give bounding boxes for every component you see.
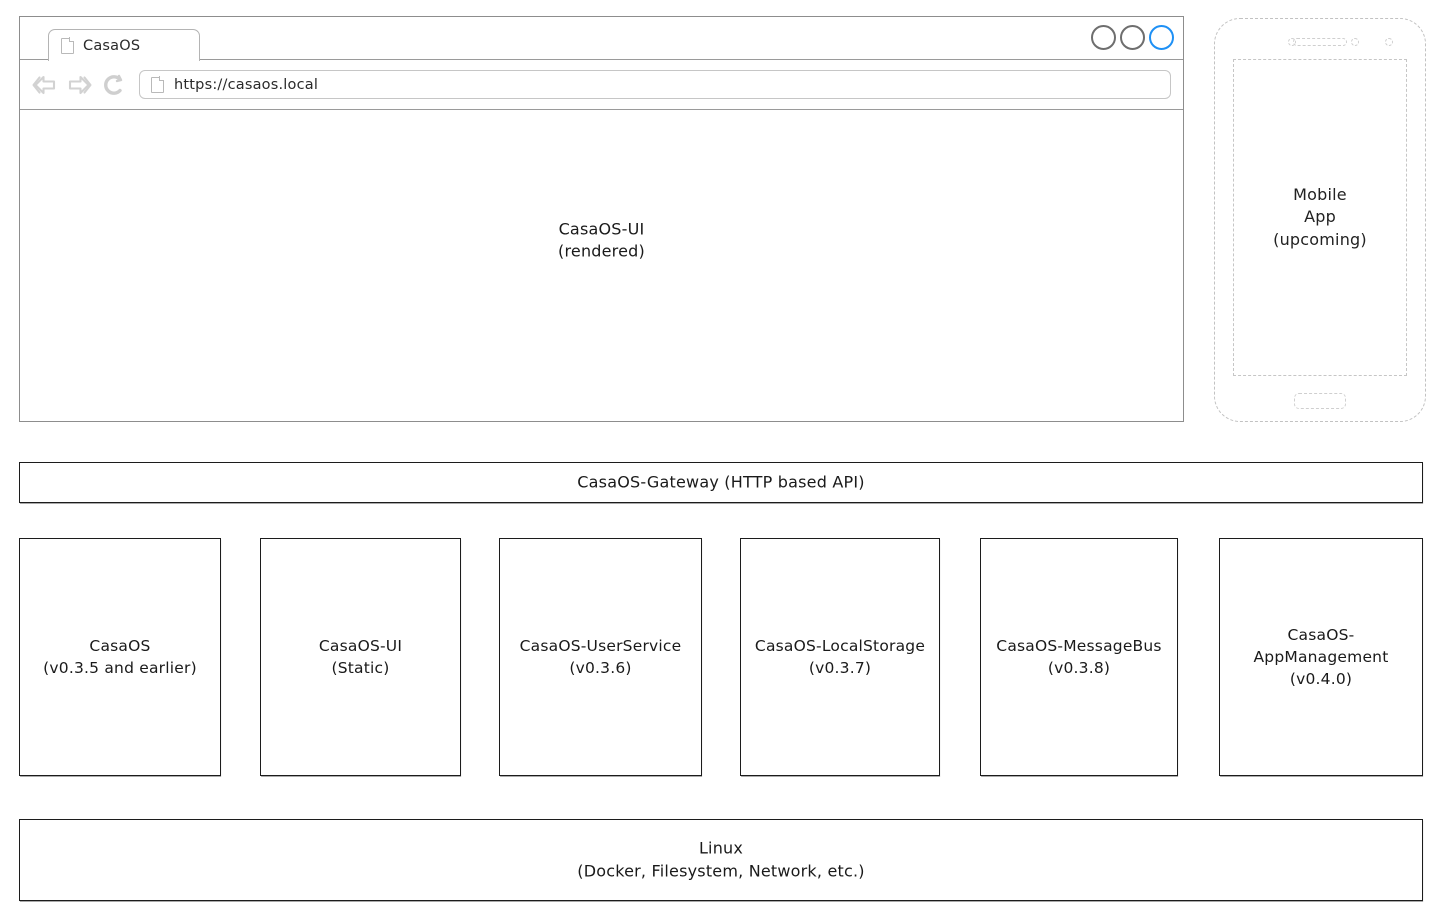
forward-arrow-icon[interactable] (66, 72, 92, 98)
browser-toolbar: https://casaos.local (20, 60, 1183, 110)
minimize-circle-icon[interactable] (1091, 25, 1116, 50)
url-input[interactable]: https://casaos.local (139, 70, 1171, 99)
service-label: CasaOS (v0.3.5 and earlier) (43, 637, 197, 677)
phone-home-button-icon[interactable] (1294, 393, 1346, 409)
phone-speaker-grille-icon (1293, 38, 1347, 46)
platform-bar: Linux (Docker, Filesystem, Network, etc.… (19, 819, 1423, 901)
back-arrow-icon[interactable] (32, 72, 58, 98)
platform-label: Linux (Docker, Filesystem, Network, etc.… (577, 838, 865, 880)
service-label: CasaOS-UI (Static) (318, 637, 403, 677)
service-row: CasaOS (v0.3.5 and earlier) CasaOS-UI (S… (0, 538, 1441, 778)
close-circle-icon[interactable] (1149, 25, 1174, 50)
browser-tabstrip: CasaOS (20, 17, 1183, 61)
service-label: CasaOS-LocalStorage (v0.3.7) (754, 637, 926, 677)
window-controls (1091, 25, 1174, 50)
phone-screen: Mobile App (upcoming) (1233, 59, 1407, 376)
service-box-casaos-ui-static: CasaOS-UI (Static) (260, 538, 461, 776)
phone-mockup: Mobile App (upcoming) (1214, 18, 1426, 422)
phone-camera-dot-icon (1351, 38, 1359, 46)
service-box-casaos-userservice: CasaOS-UserService (v0.3.6) (499, 538, 702, 776)
browser-viewport-label: CasaOS-UI (rendered) (558, 218, 645, 261)
phone-led-dot-icon (1385, 38, 1393, 46)
browser-viewport: CasaOS-UI (rendered) (20, 110, 1183, 421)
service-box-casaos: CasaOS (v0.3.5 and earlier) (19, 538, 221, 776)
browser-tab-label: CasaOS (83, 37, 141, 54)
service-box-casaos-messagebus: CasaOS-MessageBus (v0.3.8) (980, 538, 1178, 776)
service-label: CasaOS-UserService (v0.3.6) (519, 637, 682, 677)
service-box-casaos-appmanagement: CasaOS-AppManagement (v0.4.0) (1219, 538, 1423, 776)
reload-icon[interactable] (100, 72, 126, 98)
gateway-label: CasaOS-Gateway (HTTP based API) (577, 472, 865, 492)
gateway-bar: CasaOS-Gateway (HTTP based API) (19, 462, 1423, 503)
service-label: CasaOS-AppManagement (v0.4.0) (1253, 626, 1389, 688)
page-icon (61, 37, 75, 54)
browser-window-mockup: CasaOS https:// (19, 16, 1184, 422)
browser-tab-casaos[interactable]: CasaOS (48, 29, 200, 61)
maximize-circle-icon[interactable] (1120, 25, 1145, 50)
service-box-casaos-localstorage: CasaOS-LocalStorage (v0.3.7) (740, 538, 940, 776)
service-label: CasaOS-MessageBus (v0.3.8) (996, 637, 1162, 677)
url-text: https://casaos.local (174, 76, 319, 93)
phone-screen-label: Mobile App (upcoming) (1273, 184, 1367, 249)
page-icon (151, 76, 165, 93)
